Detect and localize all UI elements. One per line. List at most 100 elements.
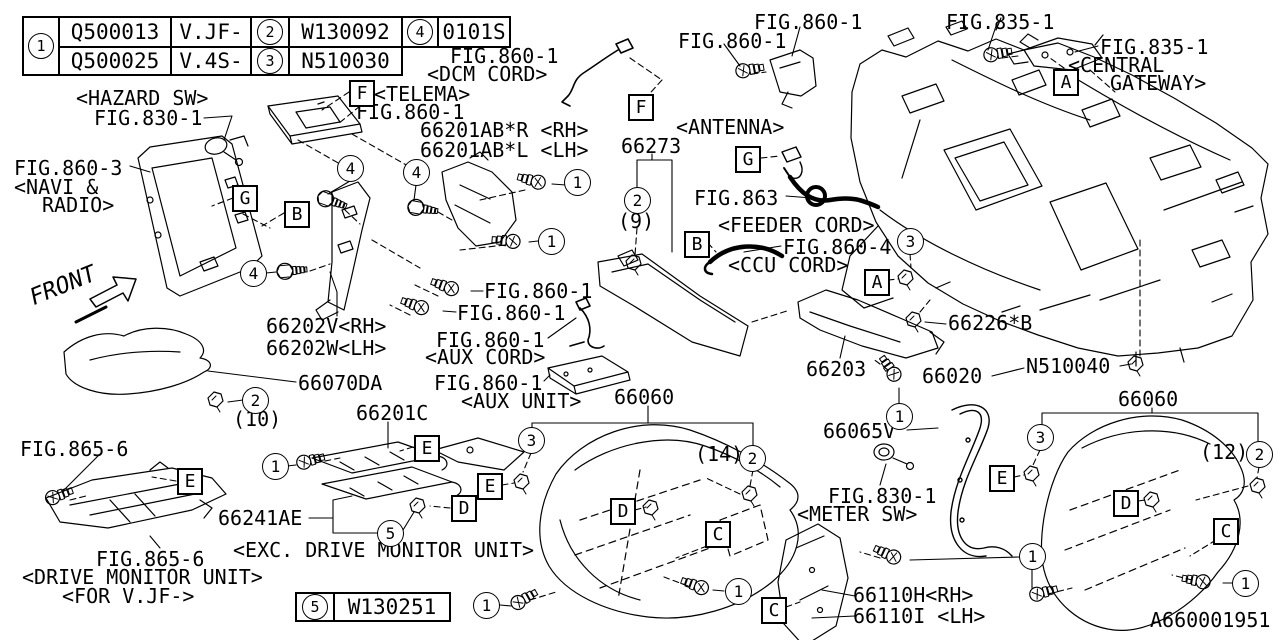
section-ref-box-d: D bbox=[451, 495, 477, 522]
callout-circle: 4 bbox=[407, 19, 433, 45]
callout-circle-1: 1 bbox=[725, 578, 752, 605]
note-label: <FOR V.JF-> bbox=[62, 584, 195, 608]
section-ref-box-c: C bbox=[705, 521, 731, 548]
quantity-label: (12) bbox=[1200, 440, 1249, 464]
note-label: RADIO> bbox=[42, 193, 115, 217]
section-ref-box-c: C bbox=[761, 597, 787, 624]
note-label: <AUX UNIT> bbox=[461, 389, 582, 413]
meter-switch-drawing bbox=[873, 443, 915, 471]
section-ref-box-d: D bbox=[1113, 490, 1139, 517]
section-ref-box-g: G bbox=[735, 146, 761, 173]
callout-circle: 1 bbox=[28, 33, 54, 59]
callout-circle-1: 1 bbox=[886, 403, 913, 430]
side-trim-66110-drawing bbox=[777, 523, 849, 640]
note-label: <HAZARD SW> bbox=[76, 86, 209, 110]
bracket-66201ab-drawing bbox=[441, 151, 517, 247]
drive-monitor-unit-drawing bbox=[45, 461, 227, 529]
callout-circle-1: 1 bbox=[1019, 543, 1046, 570]
part-number-label: 66201AB*R <RH> bbox=[420, 118, 589, 142]
quantity-label: (14) bbox=[695, 442, 744, 466]
part-number-cell: Q500013 bbox=[58, 18, 170, 46]
callout-circle: 2 bbox=[257, 19, 283, 45]
part-number-label: 66060 bbox=[614, 385, 675, 409]
section-ref-box-e: E bbox=[414, 435, 440, 462]
variant-legend-table: 1 Q500013 V.JF- 2 W130092 Q500025 V.4S- … bbox=[22, 16, 403, 76]
note-label: <AUX CORD> bbox=[425, 345, 546, 369]
part-number-label: 66060 bbox=[1118, 387, 1179, 411]
section-ref-box-e: E bbox=[477, 473, 503, 500]
marking-legend-table: 4 0101S bbox=[401, 16, 511, 48]
part-number-label: 66203 bbox=[806, 357, 867, 381]
antenna-parts-drawing bbox=[887, 17, 1002, 47]
fig-ref-label: FIG.865-6 bbox=[20, 437, 129, 461]
part-number-label: 66070DA bbox=[298, 371, 383, 395]
callout-circle: 3 bbox=[257, 48, 283, 74]
fig-ref-label: FIG.835-1 bbox=[1100, 35, 1209, 59]
fig-ref-label: FIG.860-1 bbox=[434, 371, 543, 395]
callout-3-cell: 3 bbox=[250, 46, 288, 74]
applicability-cell: V.JF- bbox=[170, 18, 250, 46]
note-label: <DRIVE MONITOR UNIT> bbox=[22, 565, 263, 589]
callout-circle-1: 1 bbox=[1232, 570, 1259, 597]
fig-ref-label: FIG.835-1 bbox=[946, 10, 1055, 34]
part-number-label: 66020 bbox=[922, 364, 983, 388]
feeder-cord-drawing bbox=[781, 146, 881, 210]
note-label: <DCM CORD> bbox=[427, 62, 548, 86]
callout-2-cell: 2 bbox=[250, 18, 288, 46]
instrument-panel-frame-drawing bbox=[841, 17, 1269, 367]
navi-radio-unit-drawing bbox=[137, 135, 263, 297]
washer-code-cell: W130251 bbox=[333, 594, 449, 620]
note-label: <NAVI & bbox=[14, 175, 99, 199]
section-ref-box-a: A bbox=[1053, 69, 1079, 96]
fig-ref-label: FIG.860-1 bbox=[484, 279, 593, 303]
callout-circle-1: 1 bbox=[262, 453, 289, 480]
part-number-label: 66110H<RH> bbox=[853, 583, 974, 607]
callout-circle-2: 2 bbox=[739, 445, 766, 472]
section-ref-box-c: C bbox=[1213, 518, 1239, 545]
callout-circle-5: 5 bbox=[377, 520, 404, 547]
callout-circle-4: 4 bbox=[240, 260, 267, 287]
fig-ref-label: FIG.863 bbox=[694, 186, 779, 210]
callout-circle-3: 3 bbox=[1027, 424, 1054, 451]
note-label: <TELEMA> bbox=[374, 82, 471, 106]
duct-66203-drawing bbox=[797, 289, 945, 359]
callout-circle-1: 1 bbox=[473, 592, 500, 619]
part-number-label: N510040 bbox=[1026, 354, 1111, 378]
note-label: GATEWAY> bbox=[1110, 71, 1207, 95]
section-ref-box-f: F bbox=[349, 80, 375, 107]
fig-ref-label: FIG.860-1 bbox=[436, 328, 545, 352]
section-ref-box-e: E bbox=[989, 465, 1015, 492]
callout-circle-1: 1 bbox=[538, 228, 565, 255]
meter-visor-66060-left-drawing bbox=[539, 424, 799, 619]
callout-circle-3: 3 bbox=[518, 427, 545, 454]
fig-ref-label: FIG.860-1 bbox=[678, 29, 787, 53]
part-number-label: 66202V<RH> bbox=[266, 314, 387, 338]
fig-ref-label: FIG.860-4 bbox=[783, 235, 892, 259]
marking-code-cell: 0101S bbox=[437, 18, 509, 46]
callout-circle-3: 3 bbox=[897, 228, 924, 255]
note-label: <FEEDER CORD> bbox=[718, 213, 875, 237]
part-number-label: 66226*B bbox=[948, 311, 1033, 335]
section-ref-box-b: B bbox=[284, 201, 310, 228]
fig-ref-label: FIG.860-1 bbox=[450, 44, 559, 68]
fig-ref-label: FIG.860-1 bbox=[457, 301, 566, 325]
fig-ref-label: FIG.830-1 bbox=[828, 484, 937, 508]
note-label: <EXC. DRIVE MONITOR UNIT> bbox=[233, 538, 535, 562]
telema-unit-drawing bbox=[267, 95, 363, 145]
applicability-cell: V.4S- bbox=[170, 46, 250, 74]
part-number-label: 66202W<LH> bbox=[266, 336, 387, 360]
fig-ref-label: FIG.860-1 bbox=[356, 100, 465, 124]
fig-ref-label: FIG.830-1 bbox=[94, 106, 203, 130]
washer-legend-table: 5 W130251 bbox=[295, 592, 451, 622]
fig-ref-label: FIG.860-3 bbox=[14, 156, 123, 180]
leader-lines-solid bbox=[61, 25, 1259, 619]
part-number-label: 66201C bbox=[356, 401, 429, 425]
fig-ref-label: FIG.860-1 bbox=[754, 10, 863, 34]
fig-ref-label: FIG.865-6 bbox=[96, 547, 205, 571]
part-number-label: 66065V bbox=[823, 419, 896, 443]
callout-4-cell: 4 bbox=[403, 18, 437, 46]
callout-1-cell: 1 bbox=[24, 18, 58, 74]
center-frame-66273-drawing bbox=[597, 249, 749, 357]
